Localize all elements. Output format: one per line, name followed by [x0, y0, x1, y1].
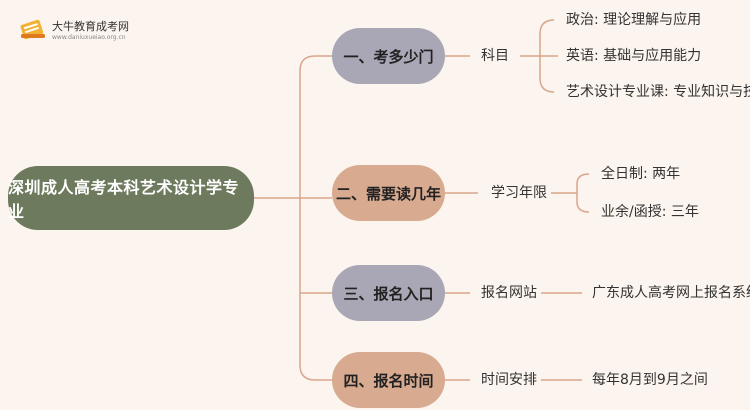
leaf-full-time: 全日制: 两年	[601, 166, 681, 182]
branch-exam-subjects: 一、考多少门	[332, 28, 445, 84]
leaf-registration-period: 每年8月到9月之间	[592, 372, 708, 388]
site-logo: 大牛教育成考网 www.daniuxueiao.org.cn	[14, 14, 139, 48]
branch-registration-time: 四、报名时间	[332, 352, 445, 408]
leaf-politics: 政治: 理论理解与应用	[566, 12, 702, 28]
sub-registration-website: 报名网站	[481, 285, 537, 301]
sub-time-schedule: 时间安排	[481, 372, 537, 388]
sub-study-duration: 学习年限	[491, 185, 547, 201]
root-topic: 深圳成人高考本科艺术设计学专业	[8, 166, 254, 230]
leaf-part-time: 业余/函授: 三年	[601, 204, 699, 220]
leaf-art-design-course: 艺术设计专业课: 专业知识与技能	[566, 84, 750, 100]
branch-study-years: 二、需要读几年	[332, 165, 445, 221]
leaf-english: 英语: 基础与应用能力	[566, 48, 702, 64]
logo-url: www.daniuxueiao.org.cn	[52, 34, 126, 41]
sub-subjects: 科目	[481, 48, 509, 64]
logo-title: 大牛教育成考网	[52, 20, 129, 33]
book-icon	[20, 19, 45, 40]
branch-registration-entry: 三、报名入口	[332, 265, 445, 321]
leaf-registration-system: 广东成人高考网上报名系统:	[592, 285, 750, 301]
